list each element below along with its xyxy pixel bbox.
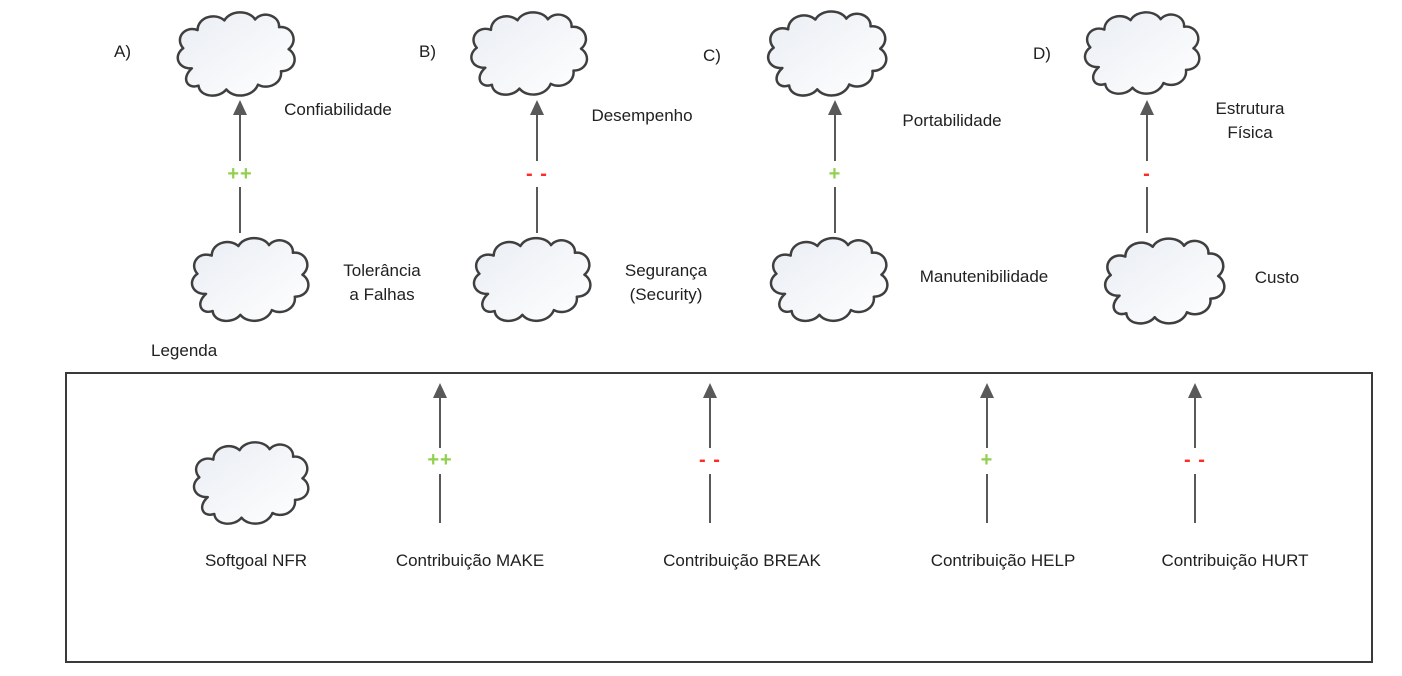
arrow-line [239,187,241,233]
legend-arrow-help: + [970,383,1004,523]
source-label: Manutenibilidade [919,267,1049,286]
arrow-line [239,115,241,161]
arrow-line [986,398,988,448]
legend-title: Legenda [151,341,218,360]
arrow-line [536,187,538,233]
softgoal-cloud-icon [472,236,592,323]
contribution-arrow-make: ++ [223,100,257,233]
arrow-line [1194,473,1196,523]
section-b-letter: B) [419,42,436,61]
softgoal-cloud-icon [176,11,296,97]
legend-item-label: Contribuição HELP [930,551,1076,570]
target-label: Desempenho [591,106,693,125]
legend-item-label: Contribuição MAKE [395,551,545,570]
softgoal-cloud-icon [1103,237,1226,325]
arrow-line [986,473,988,523]
arrow-line [834,187,836,233]
target-label: Portabilidade [902,111,1002,130]
arrowhead-icon [1140,100,1154,115]
contribution-symbol: - - [526,162,548,185]
source-label: Segurança (Security) [624,261,708,304]
section-d-letter: D) [1033,44,1051,63]
contribution-symbol: ++ [227,162,253,185]
softgoal-cloud-icon [470,11,589,96]
arrowhead-icon [703,383,717,398]
legend-softgoal-label: Softgoal NFR [204,551,308,570]
contribution-symbol: ++ [427,449,453,471]
arrow-line [1146,115,1148,161]
source-label: Custo [1254,268,1300,287]
contribution-arrow-hurt: - [1130,100,1164,233]
softgoal-cloud-icon [190,236,310,323]
legend-arrow-hurt: - - [1178,383,1212,523]
softgoal-cloud-icon [766,10,888,97]
legend-arrow-make: ++ [423,383,457,523]
contribution-arrow-break: - - [520,100,554,233]
legend-item-label: Contribuição HURT [1161,551,1309,570]
contribution-symbol: - - [699,449,721,471]
arrowhead-icon [828,100,842,115]
contribution-symbol: - - [1184,449,1206,471]
contribution-arrow-help: + [818,100,852,233]
arrowhead-icon [530,100,544,115]
arrowhead-icon [433,383,447,398]
softgoal-cloud-icon [769,236,889,323]
arrow-line [709,398,711,448]
legend-box [65,372,1373,663]
legend-arrow-break: - - [693,383,727,523]
target-label: Confiabilidade [284,100,392,119]
arrow-line [1194,398,1196,448]
arrowhead-icon [233,100,247,115]
arrow-line [1146,187,1148,233]
target-label: Estrutura Física [1215,99,1285,142]
arrow-line [536,115,538,161]
arrow-line [834,115,836,161]
arrowhead-icon [1188,383,1202,398]
arrow-line [709,473,711,523]
source-label: Tolerância a Falhas [343,261,421,304]
arrow-line [439,473,441,523]
section-c-letter: C) [703,46,721,65]
arrowhead-icon [980,383,994,398]
contribution-symbol: + [828,162,842,185]
arrow-line [439,398,441,448]
contribution-symbol: - [1143,162,1151,185]
section-a-letter: A) [114,42,131,61]
contribution-symbol: + [980,449,994,471]
legend-item-label: Contribuição BREAK [663,551,821,570]
softgoal-cloud-icon [192,441,310,525]
softgoal-cloud-icon [1083,11,1201,95]
